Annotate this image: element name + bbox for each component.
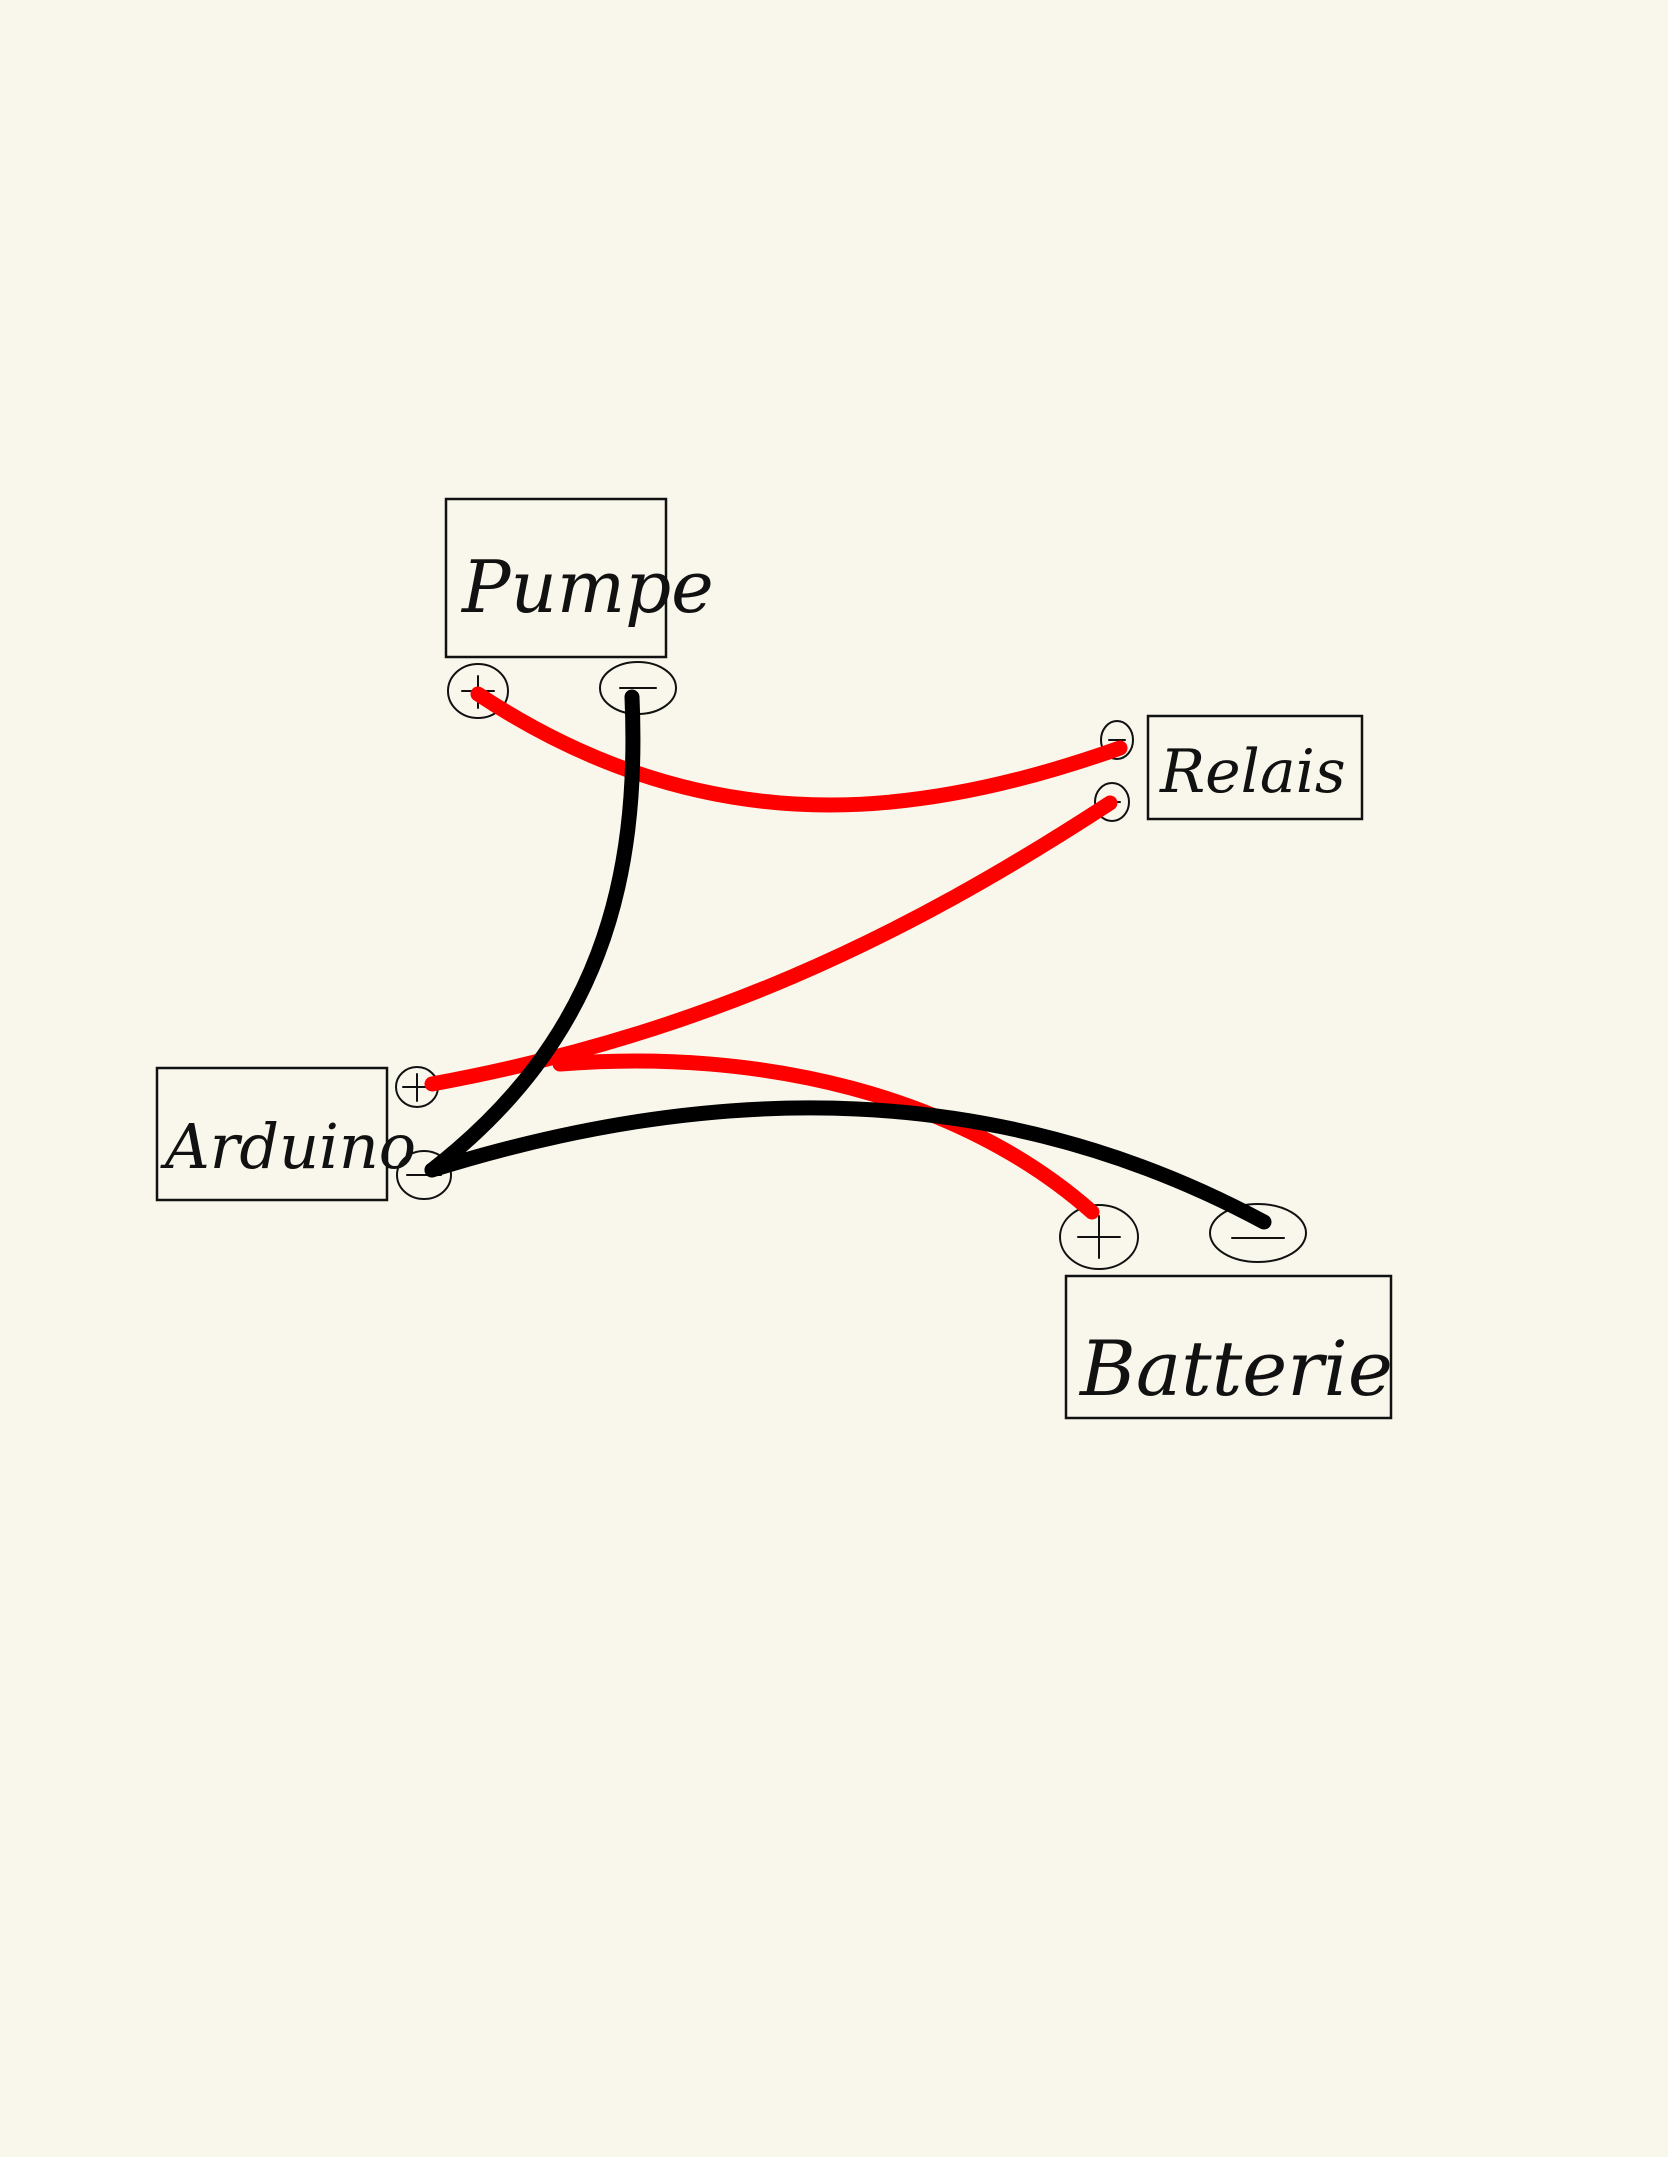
relais-terminal-2 xyxy=(1094,782,1130,822)
batterie-negative-terminal xyxy=(1209,1203,1307,1263)
relais-label: Relais xyxy=(1159,737,1346,807)
red-wire-relais-arduino xyxy=(424,795,1118,1092)
pumpe-box xyxy=(444,497,668,659)
batterie-label: Batterie xyxy=(1078,1324,1393,1413)
black-wire-pumpe-arduino xyxy=(424,689,641,1178)
arduino-box xyxy=(155,1066,389,1202)
pumpe-positive-terminal xyxy=(447,663,509,719)
batterie-box xyxy=(1064,1274,1393,1420)
arduino-negative-terminal xyxy=(396,1150,452,1200)
pumpe-label: Pumpe xyxy=(460,545,714,629)
red-wire-pumpe-relais xyxy=(470,686,1128,813)
batterie-positive-terminal xyxy=(1059,1204,1139,1270)
relais-box xyxy=(1146,714,1364,821)
black-wire-arduino-batterie xyxy=(424,1100,1272,1230)
red-wire-arduino-batterie xyxy=(552,1053,1100,1220)
relais-terminal-1 xyxy=(1100,720,1134,760)
arduino-label: Arduino xyxy=(160,1110,416,1183)
plus-icon xyxy=(1077,1215,1121,1259)
